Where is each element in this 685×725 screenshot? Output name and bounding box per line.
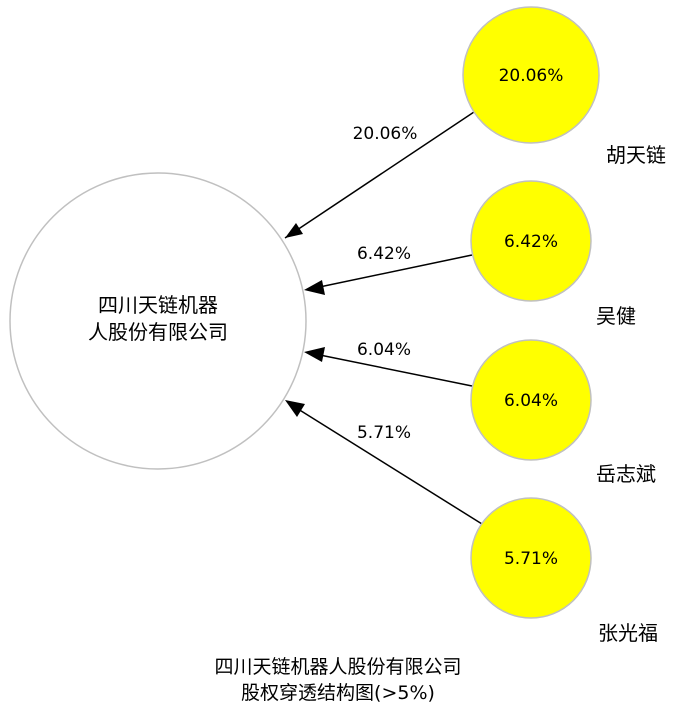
edge-1: 6.42%: [304, 244, 473, 295]
shareholder-name-2: 岳志斌: [596, 462, 656, 486]
edge-2: 6.04%: [304, 340, 473, 387]
shareholder-percent-1: 6.42%: [504, 232, 558, 252]
company-name-line1: 四川天链机器: [98, 293, 218, 317]
shareholder-percent-3: 5.71%: [504, 549, 558, 569]
edge-label-0: 20.06%: [353, 124, 418, 144]
company-name-line2: 人股份有限公司: [88, 320, 228, 344]
caption-line1: 四川天链机器人股份有限公司: [214, 656, 461, 678]
shareholder-name-3: 张光福: [598, 621, 658, 645]
shareholder-node-1[interactable]: 6.42% 吴健: [470, 180, 636, 328]
edge-3: 5.71%: [285, 400, 483, 525]
edge-0: 20.06%: [284, 111, 475, 239]
shareholder-name-1: 吴健: [596, 304, 636, 328]
edge-label-3: 5.71%: [357, 423, 411, 443]
shareholder-node-2[interactable]: 6.04% 岳志斌: [470, 339, 656, 486]
shareholder-name-0: 胡天链: [606, 143, 666, 167]
caption-line2: 股权穿透结构图(>5%): [241, 682, 435, 704]
shareholder-node-0[interactable]: 20.06% 胡天链: [462, 6, 666, 167]
edge-label-2: 6.04%: [357, 340, 411, 360]
edge-label-1: 6.42%: [357, 244, 411, 264]
company-node[interactable]: 四川天链机器 人股份有限公司: [9, 172, 307, 470]
shareholder-percent-2: 6.04%: [504, 391, 558, 411]
shareholder-node-3[interactable]: 5.71% 张光福: [470, 497, 658, 645]
shareholder-percent-0: 20.06%: [499, 66, 564, 86]
